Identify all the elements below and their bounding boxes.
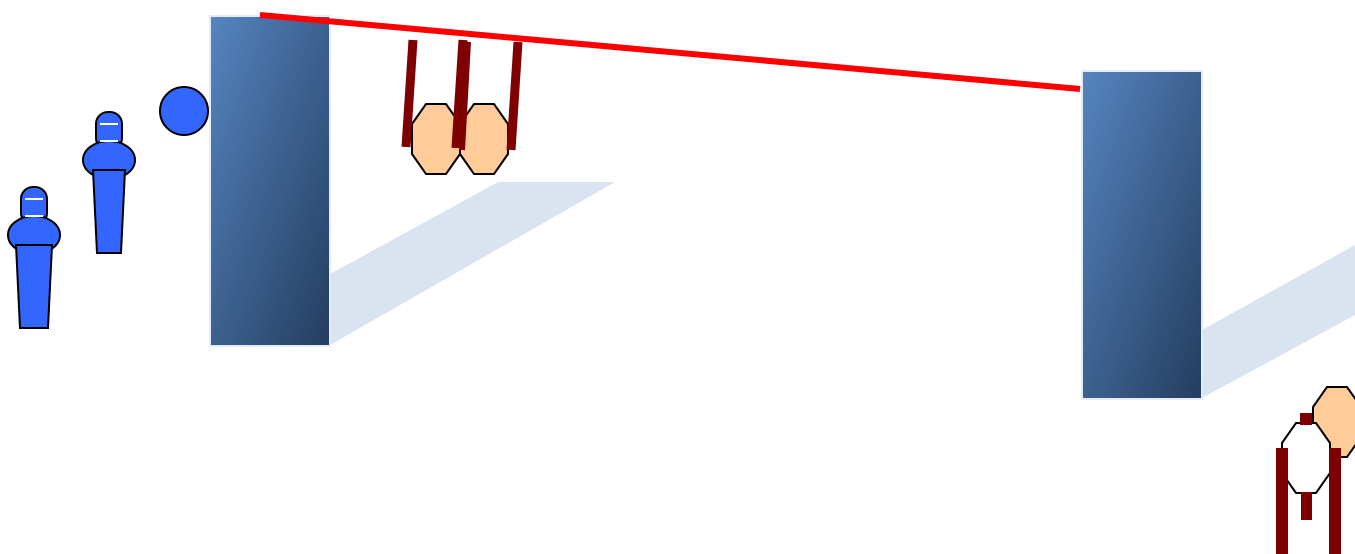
ball — [159, 86, 209, 136]
pillar-shadow-right — [1202, 245, 1355, 398]
octagon-head — [1281, 422, 1331, 494]
person-figure-upper — [82, 111, 136, 254]
hanging-group — [401, 39, 523, 175]
octagon-head — [411, 103, 461, 175]
pillar-right — [1081, 70, 1203, 400]
octagon-head — [459, 103, 509, 175]
pillar-left — [209, 15, 331, 347]
red-rope — [259, 12, 1081, 92]
corner-group — [1276, 386, 1355, 554]
person-figure-lower — [7, 186, 61, 329]
pillar-shadow-left — [330, 182, 615, 345]
